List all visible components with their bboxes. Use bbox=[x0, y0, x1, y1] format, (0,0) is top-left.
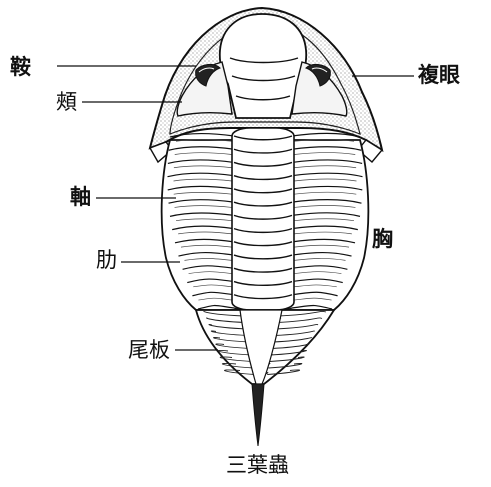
label-thorax: 胸 bbox=[372, 228, 393, 249]
caption: 三葉蟲 bbox=[226, 455, 289, 476]
label-axis: 軸 bbox=[70, 186, 91, 207]
label-compound-eye: 複眼 bbox=[418, 64, 460, 85]
tail-spine bbox=[252, 384, 264, 446]
label-saddle: 鞍 bbox=[10, 56, 31, 77]
pygidium bbox=[196, 310, 334, 446]
thorax bbox=[162, 128, 369, 312]
label-rib: 肋 bbox=[96, 250, 117, 271]
label-cheek: 頰 bbox=[56, 92, 77, 113]
label-pygidium: 尾板 bbox=[128, 340, 170, 361]
